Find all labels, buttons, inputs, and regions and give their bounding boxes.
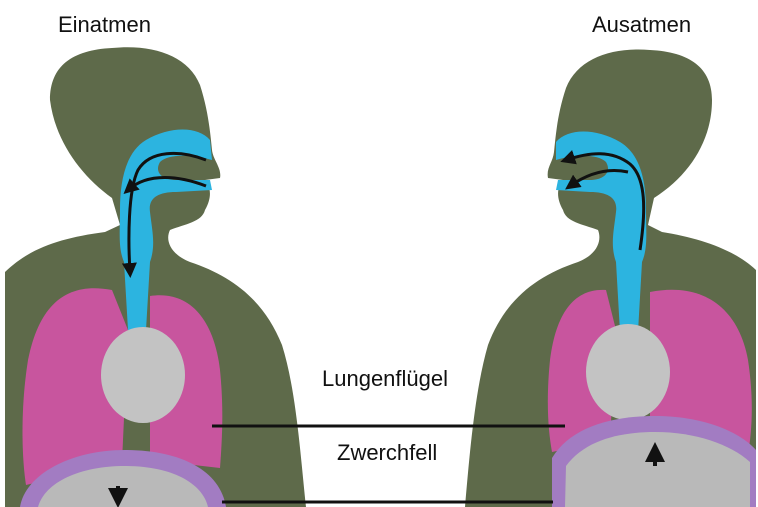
inhale-heart — [101, 327, 185, 423]
exhale-title: Ausatmen — [592, 12, 691, 38]
exhale-figure — [465, 50, 756, 507]
lung-label: Lungenflügel — [322, 366, 448, 392]
diaphragm-label: Zwerchfell — [337, 440, 437, 466]
exhale-heart — [586, 324, 670, 420]
inhale-title: Einatmen — [58, 12, 151, 38]
inhale-figure — [5, 47, 306, 507]
